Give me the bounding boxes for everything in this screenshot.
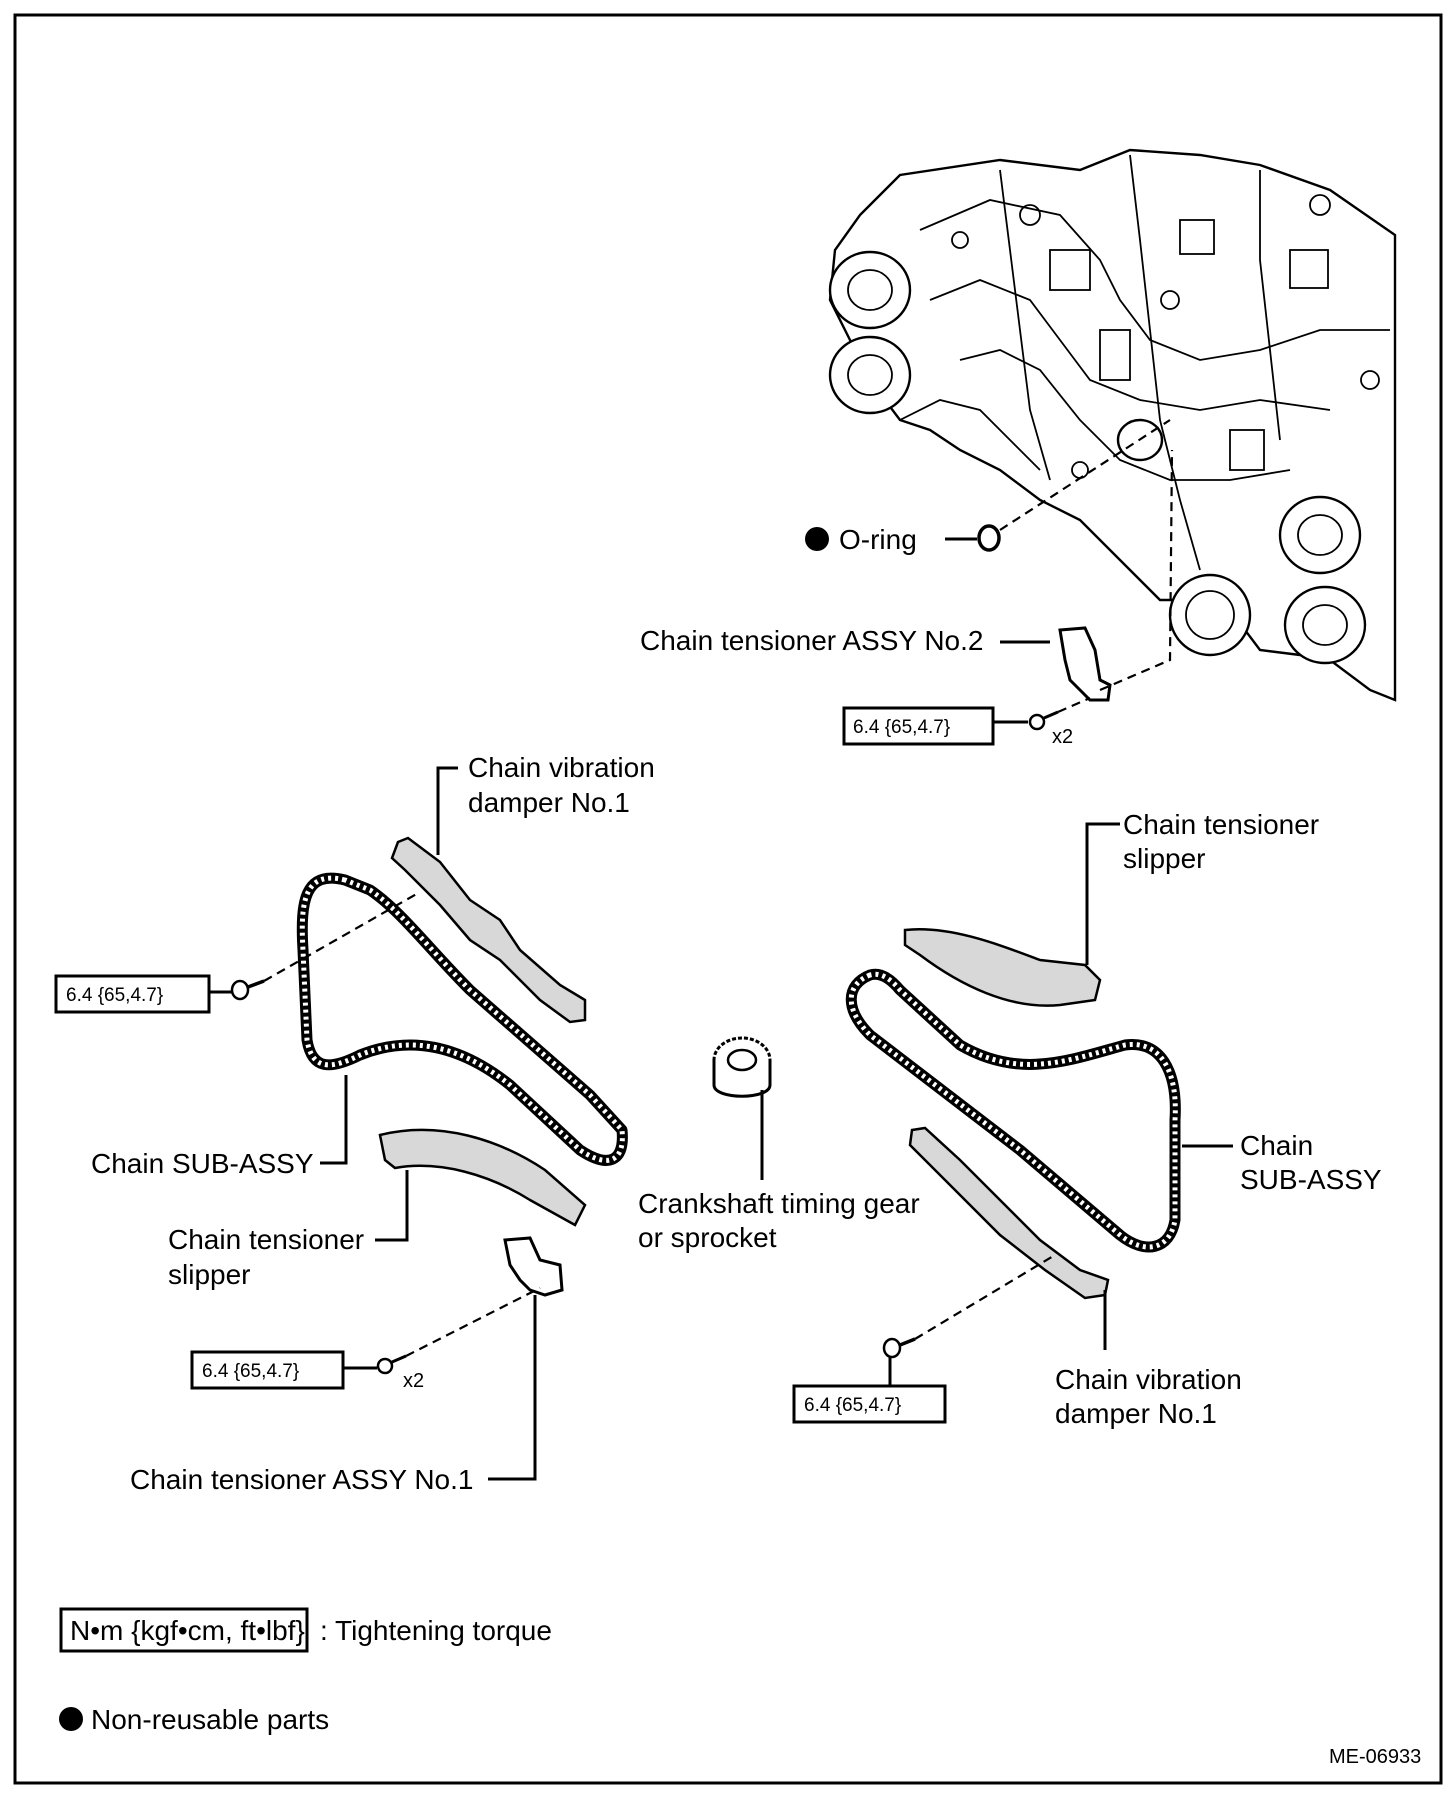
engine-block-illustration <box>828 148 1397 702</box>
chain-right-label-2: SUB-ASSY <box>1240 1164 1382 1195</box>
diagram-frame <box>13 13 1443 1785</box>
vib-damper-left-part <box>390 836 587 1024</box>
vib-damper-right-part <box>908 1126 1110 1300</box>
tens-slipper-right-label-1: Chain tensioner <box>1123 809 1319 840</box>
tens-slipper-left-label-2: slipper <box>168 1259 250 1290</box>
torque-box-bottom-left <box>190 1350 345 1390</box>
crankshaft-timing-gear-part <box>712 1036 772 1098</box>
torque-box-left <box>54 974 211 1014</box>
tensioner-no1-label: Chain tensioner ASSY No.1 <box>130 1464 473 1495</box>
chain-right-label-1: Chain <box>1240 1130 1313 1161</box>
legend-non-reusable: Non-reusable parts <box>91 1704 329 1735</box>
torque-value-bottom-left: 6.4 {65,4.7} <box>202 1361 299 1382</box>
o-ring-part <box>977 524 1001 552</box>
tensioner-no2-part <box>1058 626 1112 702</box>
figure-id: ME-06933 <box>1329 1746 1421 1768</box>
bolt-icon <box>376 1354 407 1375</box>
o-ring-label: O-ring <box>839 524 917 555</box>
non-reusable-bullet-icon <box>59 1707 83 1731</box>
vib-damper-left-label-1: Chain vibration <box>468 752 655 783</box>
legend-torque-unit: N•m {kgf•cm, ft•lbf} <box>70 1615 305 1646</box>
torque-value-bottom-right: 6.4 {65,4.7} <box>804 1395 901 1416</box>
torque-box-bottom-right <box>792 1384 947 1424</box>
torque-value-left: 6.4 {65,4.7} <box>66 985 163 1006</box>
vib-damper-right-label-1: Chain vibration <box>1055 1364 1242 1395</box>
quantity-bottom-left: x2 <box>403 1370 424 1392</box>
crankshaft-gear-label-1: Crankshaft timing gear <box>638 1188 920 1219</box>
bolt-icon <box>230 979 265 1001</box>
vib-damper-right-label-2: damper No.1 <box>1055 1398 1217 1429</box>
vib-damper-left-label-2: damper No.1 <box>468 787 630 818</box>
bolt-icon <box>882 1337 916 1359</box>
crankshaft-gear-label-2: or sprocket <box>638 1222 777 1253</box>
tens-slipper-right-part <box>903 928 1102 1007</box>
legend-torque-text: : Tightening torque <box>320 1615 552 1646</box>
chain-left-label: Chain SUB-ASSY <box>91 1148 314 1179</box>
tensioner-no2-label: Chain tensioner ASSY No.2 <box>640 625 983 656</box>
tens-slipper-left-part <box>378 1128 587 1227</box>
bolt-icon <box>1028 710 1059 731</box>
legend-torque-box <box>59 1607 309 1653</box>
torque-box-top <box>842 706 995 746</box>
torque-value-top: 6.4 {65,4.7} <box>853 717 950 738</box>
tens-slipper-left-label-1: Chain tensioner <box>168 1224 364 1255</box>
tens-slipper-right-label-2: slipper <box>1123 843 1205 874</box>
chain-sub-assy-right-part <box>845 968 1181 1253</box>
quantity-top: x2 <box>1052 726 1073 748</box>
non-reusable-bullet-icon <box>805 527 829 551</box>
tensioner-no1-part <box>503 1236 564 1297</box>
